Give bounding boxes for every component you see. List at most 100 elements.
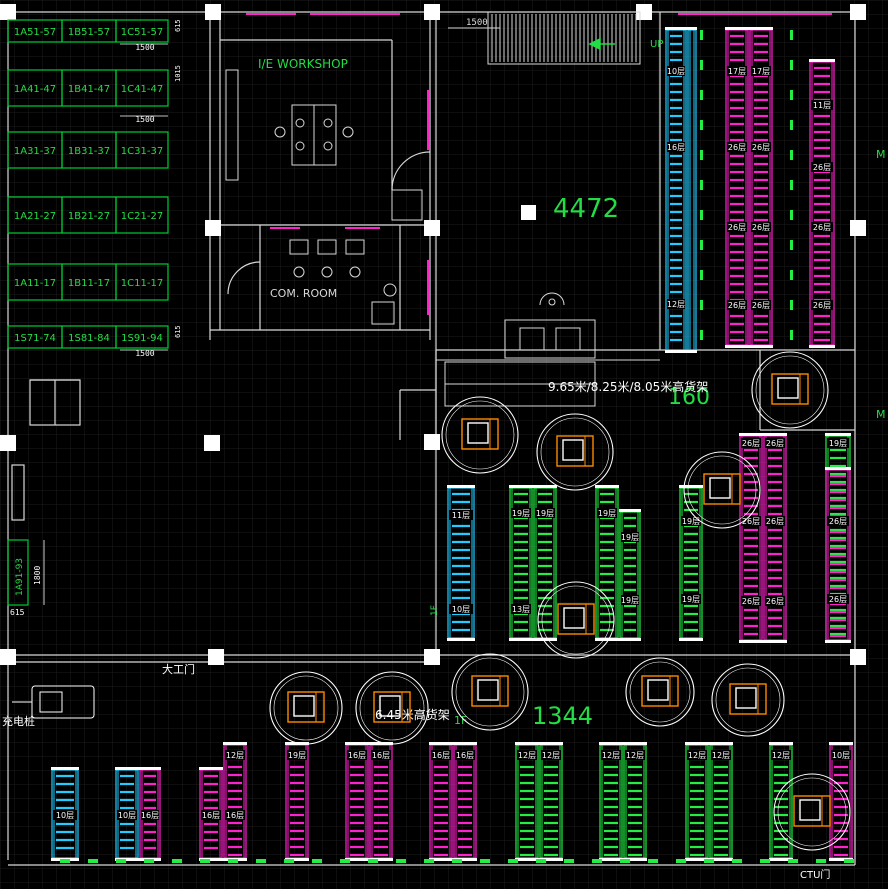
rack-level-label: 11层 <box>813 101 831 110</box>
rack-level-label: 26层 <box>728 223 746 232</box>
rack-level-label: 26层 <box>813 223 831 232</box>
storage-rack: 19层 19层 <box>679 485 703 641</box>
storage-rack: 19层 <box>595 485 619 641</box>
robot-icon <box>773 773 851 851</box>
storage-cell: 1C31-37 <box>115 131 169 169</box>
robot-icon <box>269 671 343 745</box>
rack-level-label: 12层 <box>226 751 244 760</box>
storage-rack: 19层 13层 <box>509 485 533 641</box>
charger-vehicle-icon <box>12 685 95 719</box>
storage-cell-label: 1C21-27 <box>121 211 163 222</box>
rack-level-label: 16层 <box>432 751 450 760</box>
rack-level-label: 19层 <box>682 517 700 526</box>
rack-level-label: 17层 <box>728 67 746 76</box>
rack-level-label: 26层 <box>752 143 770 152</box>
robot-icon <box>451 653 529 731</box>
rack-level-label: 12层 <box>688 751 706 760</box>
rack-level-label: 16层 <box>348 751 366 760</box>
storage-rack: 12层 <box>515 742 539 861</box>
rack-level-label: 12层 <box>602 751 620 760</box>
storage-cell-label: 1B31-37 <box>68 146 110 157</box>
stair-up-label: UP <box>650 39 663 50</box>
storage-cell: 1C51-57 <box>115 19 169 43</box>
rack-level-label: 26层 <box>829 517 847 526</box>
rack-level-label: 12层 <box>667 300 685 309</box>
robot-icon <box>683 451 761 529</box>
storage-dim-label: 1800 <box>33 566 42 585</box>
robot-icon <box>751 351 829 429</box>
structural-columns <box>0 4 866 665</box>
storage-rack: 16层 <box>345 742 369 861</box>
storage-rack: 12层 <box>623 742 647 861</box>
rack-level-label: 12层 <box>542 751 560 760</box>
rack-level-label: 19层 <box>829 439 847 448</box>
storage-rack: 11层 26层 26层 26层 <box>809 59 835 348</box>
staircase: 1500 UP <box>246 11 832 65</box>
rack-level-label: 26层 <box>829 595 847 604</box>
robot-icon <box>355 671 429 745</box>
rack-level-label: 19层 <box>598 509 616 518</box>
floor-label-bottom: 1F <box>454 714 467 727</box>
storage-rack: 12层 <box>769 742 793 861</box>
storage-rack: 19层 <box>533 485 557 641</box>
rack-level-label: 26层 <box>813 163 831 172</box>
storage-rack: 16层 <box>199 767 223 861</box>
storage-rack: 16层 <box>429 742 453 861</box>
storage-rack: 10层 <box>829 742 853 861</box>
rack-height-lower-label: 6.45米高货架 <box>375 707 450 722</box>
rack-level-label: 16层 <box>667 143 685 152</box>
storage-cell-label: 1C41-47 <box>121 84 163 95</box>
storage-cell-label: 1A11-17 <box>14 278 56 289</box>
rack-level-label: 13层 <box>512 605 530 614</box>
robot-icon <box>441 396 519 474</box>
storage-dim-label: 1500 <box>135 115 154 124</box>
robot-layer <box>269 351 851 851</box>
storage-cell-label: 1B41-47 <box>68 84 110 95</box>
storage-cell: 1C21-27 <box>115 196 169 234</box>
storage-dim-label: 1500 <box>135 43 154 52</box>
rack-layer: 10层16层12层17层26层26层26层17层26层26层26层11层26层2… <box>51 27 853 861</box>
storage-rack <box>687 27 697 353</box>
storage-rack: 26层 26层 26层 <box>739 433 763 643</box>
edge-marker-2: M <box>876 408 886 421</box>
rack-level-label: 19层 <box>682 595 700 604</box>
rack-level-label: 19层 <box>512 509 530 518</box>
rack-level-label: 12层 <box>772 751 790 760</box>
workshop-room: I/E WORKSHOP COM. ROOM <box>225 57 429 325</box>
storage-rack: 16层 <box>453 742 477 861</box>
conveyor-workstation <box>436 292 660 407</box>
storage-rack: 10层 <box>51 767 79 861</box>
storage-cell-label: 1S81-84 <box>68 333 110 344</box>
storage-cell-label: 1B21-27 <box>68 211 110 222</box>
rack-level-label: 26层 <box>813 301 831 310</box>
ctu-door-label: CTU门 <box>800 868 830 881</box>
storage-cell-label: 1A91-93 <box>15 558 25 596</box>
storage-rack: 12层 <box>685 742 709 861</box>
rack-level-label: 16层 <box>141 811 159 820</box>
floor-marks <box>60 30 854 863</box>
rack-level-label: 26层 <box>742 439 760 448</box>
rack-level-label: 26层 <box>766 517 784 526</box>
storage-cell-label: 1C31-37 <box>121 146 163 157</box>
storage-rack: 26层 26层 <box>825 467 851 643</box>
rack-level-label: 26层 <box>742 597 760 606</box>
storage-cell-label: 1S71-74 <box>14 333 56 344</box>
storage-rack: 12层 <box>599 742 623 861</box>
area-number-lower: 1344 <box>532 702 593 730</box>
rack-level-label: 17层 <box>752 67 770 76</box>
robot-icon <box>537 581 615 659</box>
rack-level-label: 10层 <box>452 605 470 614</box>
rack-level-label: 26层 <box>742 517 760 526</box>
rack-level-label: 10层 <box>667 67 685 76</box>
storage-rack: 12层 <box>709 742 733 861</box>
storage-rack: 16层 <box>369 742 393 861</box>
storage-rack: 10层 <box>115 767 139 861</box>
storage-side-label: 1015 <box>174 65 182 82</box>
robot-icon <box>625 657 695 727</box>
